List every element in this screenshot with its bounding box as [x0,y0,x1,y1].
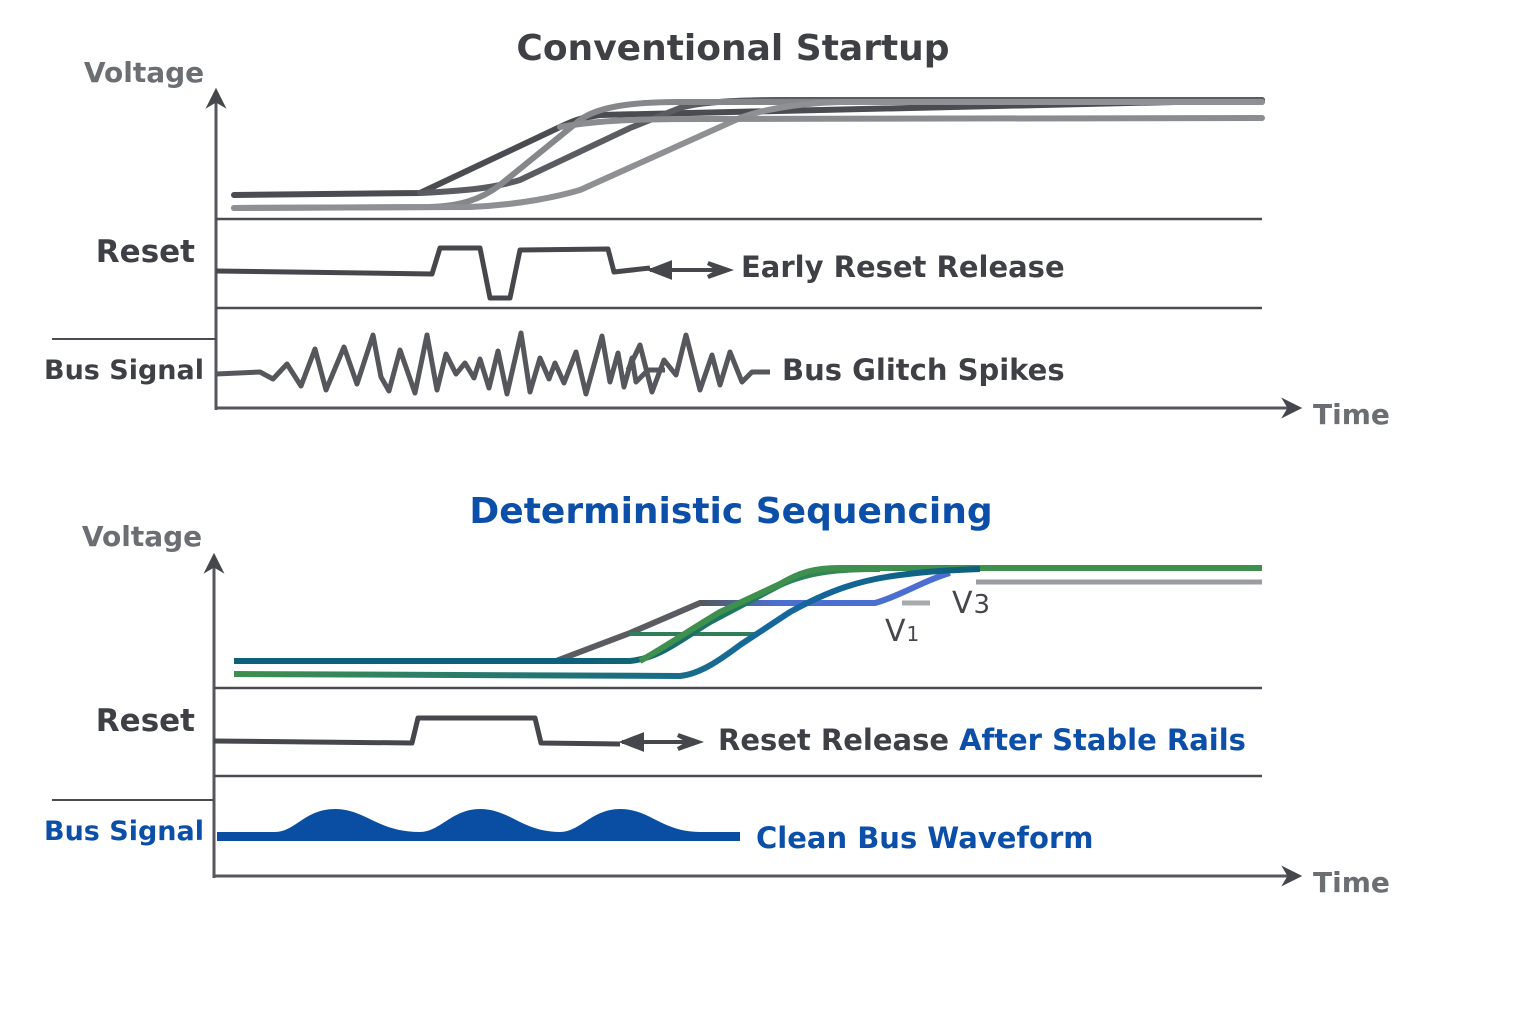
conventional-panel: Conventional Startup Voltage Time Reset … [44,28,1390,431]
conventional-reset-annotation: Early Reset Release [741,250,1065,284]
conventional-y-axis-label: Voltage [84,56,204,89]
deterministic-bus-annotation: Clean Bus Waveform [756,821,1093,855]
deterministic-y-axis-label: Voltage [82,520,202,553]
deterministic-rail-v1 [700,570,951,606]
deterministic-x-axis-label: Time [1313,866,1390,899]
conventional-rail-5 [557,115,1265,130]
deterministic-title: Deterministic Sequencing [469,491,992,532]
conventional-bus-glitch-waveform [215,330,665,397]
conventional-title: Conventional Startup [516,28,949,69]
conventional-reset-label: Reset [96,234,195,270]
deterministic-rail-green-top [638,565,1262,664]
conventional-bus-annotation: Bus Glitch Spikes [782,353,1065,387]
deterministic-reset-waveform [213,715,621,747]
conventional-reset-waveform [215,245,651,301]
deterministic-bus-label: Bus Signal [44,816,204,847]
deterministic-reset-release-arrow [618,732,705,752]
deterministic-reset-label: Reset [96,703,195,739]
deterministic-v1-label: V1 [885,614,919,649]
deterministic-reset-annotation: Reset Release After Stable Rails [718,723,1246,757]
conventional-reset-release-arrow [646,260,735,280]
deterministic-bus-clean-waveform [217,809,740,841]
conventional-rail-4 [231,99,1265,211]
deterministic-panel: Deterministic Sequencing Voltage Time V1… [44,491,1390,899]
conventional-x-axis-label: Time [1313,398,1390,431]
deterministic-v3-label: V3 [952,586,990,621]
deterministic-rail-green-blue [233,566,981,680]
conventional-bus-glitch-waveform-tail [625,332,770,395]
conventional-bus-label: Bus Signal [44,355,204,386]
